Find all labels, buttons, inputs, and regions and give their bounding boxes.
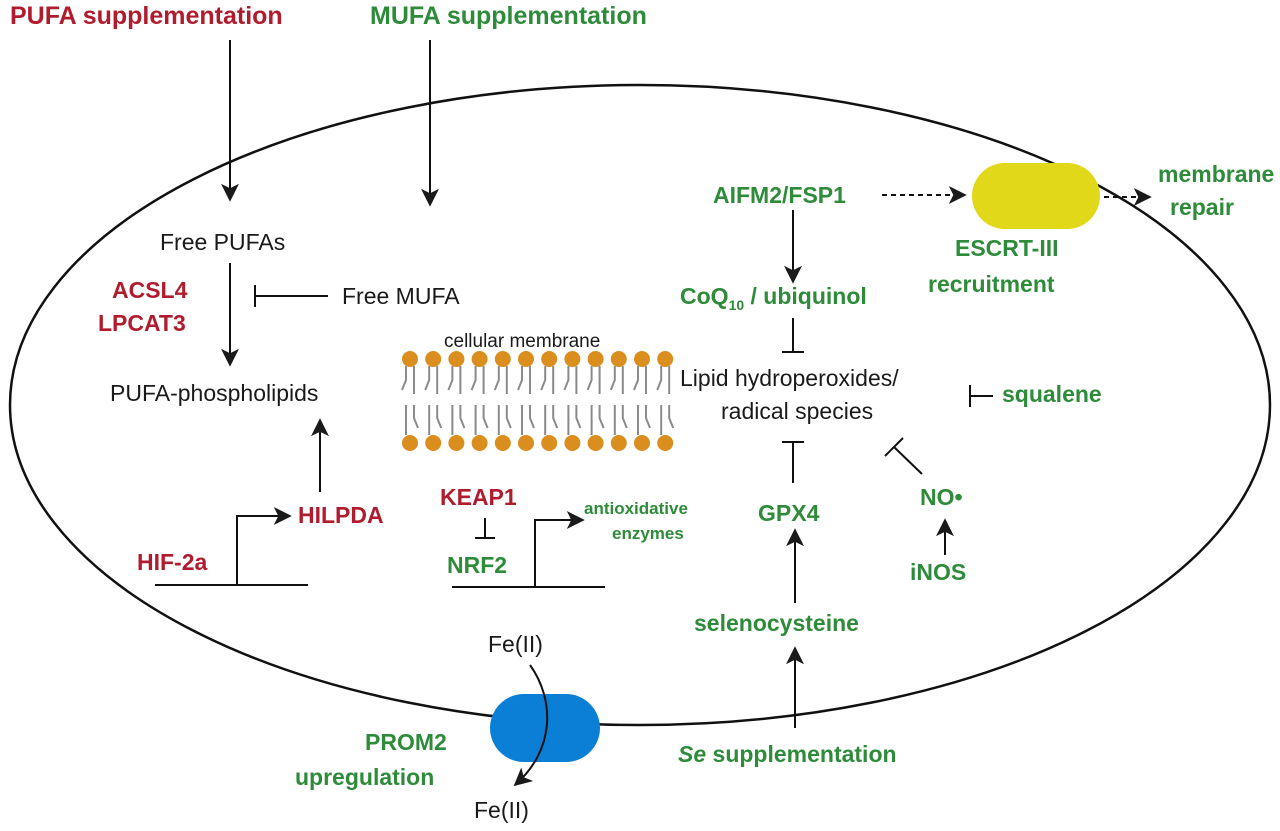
squalene-label: squalene bbox=[1002, 381, 1102, 407]
lpcat3-label: LPCAT3 bbox=[98, 310, 186, 336]
aifm2-label: AIFM2/FSP1 bbox=[713, 182, 846, 208]
lipid-head bbox=[610, 435, 627, 451]
se-supplementation-label: Se supplementation bbox=[678, 741, 897, 767]
escrt-label-2: recruitment bbox=[928, 271, 1055, 297]
lipid-tail bbox=[637, 405, 651, 435]
inos-label: iNOS bbox=[910, 559, 966, 585]
lipid-tail bbox=[586, 366, 601, 394]
lipid-head bbox=[471, 435, 488, 451]
lipid-tail bbox=[474, 405, 489, 435]
lipid-tail bbox=[563, 366, 578, 394]
pufa-supplementation-label: PUFA supplementation bbox=[10, 2, 283, 30]
gpx4-label: GPX4 bbox=[758, 500, 820, 526]
lipid-head bbox=[494, 351, 511, 367]
lipid-tail bbox=[544, 405, 559, 435]
fe-bottom-label: Fe(II) bbox=[474, 797, 529, 823]
lipid-tail bbox=[540, 366, 555, 394]
prom2-label-2: upregulation bbox=[295, 764, 434, 790]
hilpda-label: HILPDA bbox=[298, 502, 384, 528]
lipid-head bbox=[657, 351, 674, 367]
lipid-tail bbox=[451, 405, 466, 435]
lipid-tail bbox=[660, 405, 675, 435]
escrt-label-1: ESCRT-III bbox=[955, 235, 1059, 261]
mufa-supplementation-label: MUFA supplementation bbox=[370, 2, 647, 30]
nrf2-promoter bbox=[452, 520, 605, 588]
lipid-head bbox=[425, 351, 442, 367]
lipid-bilayer bbox=[401, 351, 675, 451]
lipid-tail bbox=[470, 366, 485, 394]
fe-top-label: Fe(II) bbox=[488, 631, 543, 657]
lipid-head bbox=[634, 351, 650, 367]
no-inhibit-line bbox=[893, 446, 923, 475]
lipid-tail bbox=[405, 405, 419, 435]
lipid-tail bbox=[521, 405, 535, 435]
lipid-tail bbox=[447, 366, 462, 394]
lipid-tail bbox=[609, 366, 624, 394]
pufa-phospholipids-label: PUFA-phospholipids bbox=[110, 380, 318, 406]
antioxidative-label-2: enzymes bbox=[612, 524, 684, 543]
lipid-head bbox=[402, 351, 418, 367]
membrane-repair-label-1: membrane bbox=[1158, 161, 1274, 187]
lipid-tail bbox=[424, 366, 439, 394]
no-label: NO• bbox=[920, 484, 963, 510]
keap1-label: KEAP1 bbox=[440, 484, 517, 510]
lipid-head bbox=[494, 435, 511, 451]
free-pufas-label: Free PUFAs bbox=[160, 229, 285, 255]
hif2a-label: HIF-2a bbox=[137, 549, 208, 575]
free-mufa-label: Free MUFA bbox=[342, 283, 460, 309]
lipid-tail bbox=[401, 366, 415, 394]
lipid-tail bbox=[428, 405, 443, 435]
lipid-hydroperoxides-label-2: radical species bbox=[721, 398, 873, 424]
lipid-head bbox=[425, 435, 442, 451]
lipid-hydroperoxides-label-1: Lipid hydroperoxides/ bbox=[680, 365, 899, 391]
lipid-head bbox=[541, 435, 558, 451]
lipid-tail bbox=[517, 366, 531, 394]
coq10-label: CoQ10 / ubiquinol bbox=[680, 283, 867, 313]
nrf2-label: NRF2 bbox=[447, 552, 507, 578]
no-inhibit-bar bbox=[884, 437, 904, 457]
lipid-head bbox=[564, 435, 581, 451]
selenocysteine-label: selenocysteine bbox=[694, 610, 859, 636]
lipid-tail bbox=[590, 405, 605, 435]
lipid-tail bbox=[633, 366, 647, 394]
lipid-tail bbox=[493, 366, 508, 394]
lipid-tail bbox=[567, 405, 582, 435]
lipid-tail bbox=[497, 405, 512, 435]
membrane-repair-label-2: repair bbox=[1170, 194, 1234, 220]
lipid-head bbox=[564, 351, 581, 367]
lipid-head bbox=[610, 351, 627, 367]
lipid-head bbox=[587, 351, 604, 367]
lipid-tail bbox=[613, 405, 628, 435]
lipid-head bbox=[448, 435, 465, 451]
lipid-head bbox=[518, 351, 534, 367]
lipid-head bbox=[634, 435, 650, 451]
prom2-label-1: PROM2 bbox=[365, 729, 447, 755]
cellular-membrane-label: cellular membrane bbox=[444, 331, 600, 352]
lipid-head bbox=[541, 351, 558, 367]
antioxidative-label-1: antioxidative bbox=[584, 499, 688, 518]
lipid-head bbox=[471, 351, 488, 367]
hif2a-promoter bbox=[155, 516, 308, 586]
lipid-head bbox=[448, 351, 465, 367]
lipid-tail bbox=[656, 366, 671, 394]
fe-transport-arrow bbox=[513, 664, 549, 787]
lipid-head bbox=[518, 435, 534, 451]
cell-membrane-outline bbox=[8, 83, 1272, 727]
lipid-head bbox=[657, 435, 674, 451]
prom2-channel bbox=[490, 694, 600, 762]
lipid-head bbox=[402, 435, 418, 451]
lipid-head bbox=[587, 435, 604, 451]
acsl4-label: ACSL4 bbox=[112, 277, 188, 303]
escrt-channel bbox=[972, 163, 1100, 229]
